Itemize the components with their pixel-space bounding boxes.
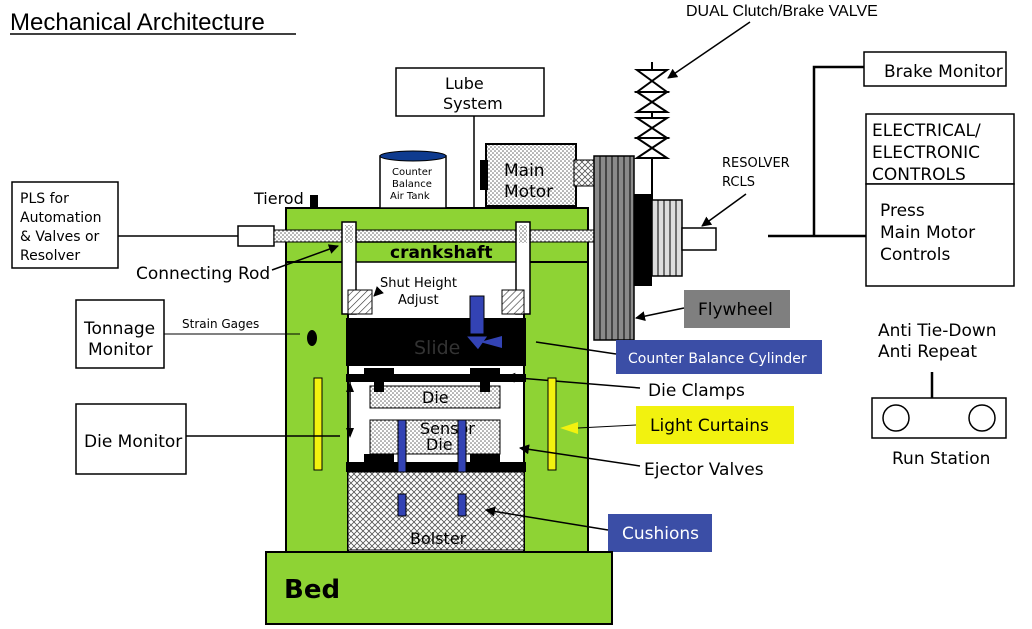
brake-monitor-line — [812, 65, 864, 236]
counter-balance-callout — [616, 340, 822, 374]
shut-height-arrow — [373, 286, 384, 297]
cushion-pin-left-lower — [397, 493, 407, 517]
lube-system-label-2: System — [443, 94, 503, 113]
brake-monitor-box — [863, 51, 1007, 87]
tonnage-monitor-box — [75, 299, 165, 369]
die-monitor-label: Die Monitor — [84, 432, 182, 452]
shut-height-block-right — [501, 289, 525, 315]
resolver-label-1: RESOLVER — [722, 156, 790, 171]
crankshaft-band-dots — [273, 229, 597, 243]
flywheel — [593, 155, 635, 341]
dual-valve-arrow — [667, 21, 751, 79]
die-clamps-upper — [364, 368, 500, 392]
die-monitor-box — [75, 403, 187, 475]
dual-valve-icon — [633, 62, 671, 200]
slide-label: Slide — [414, 337, 460, 359]
resolver-label-2: RCLS — [722, 175, 755, 190]
counter-balance-air-tank — [379, 150, 447, 209]
shut-height-label-1: Shut Height — [380, 276, 457, 291]
electrical-controls-box — [865, 113, 1015, 185]
pls-label-2: Automation — [20, 210, 102, 226]
light-curtain-left — [313, 377, 323, 471]
flywheel-callout — [684, 290, 790, 328]
counter-balance-arrow — [535, 341, 617, 355]
run-station-label: Run Station — [892, 449, 990, 469]
upper-die-plate — [346, 374, 526, 382]
press-controls-label-2: Main Motor — [880, 223, 975, 243]
electrical-label-2: ELECTRONIC — [872, 143, 980, 163]
die-monitor-arrowhead-down — [346, 428, 354, 438]
run-button-left — [882, 404, 910, 432]
strain-gage-sensor — [307, 330, 317, 346]
resolver-arrow — [701, 193, 747, 227]
brake-monitor-label: Brake Monitor — [884, 62, 1003, 82]
air-tank-label-1: Counter — [392, 167, 433, 178]
pls-box — [11, 181, 119, 269]
press-controls-label-3: Controls — [880, 245, 950, 265]
dual-valve-label: DUAL Clutch/Brake VALVE — [686, 3, 878, 20]
shut-height-label-2: Adjust — [398, 293, 439, 308]
flywheel-label: Flywheel — [698, 300, 773, 320]
anti-tie-down-label: Anti Tie-Down — [878, 321, 997, 341]
shut-height-block-left — [347, 289, 373, 315]
light-curtains-label: Light Curtains — [650, 416, 769, 436]
tierod-cap — [310, 195, 318, 207]
bolster-plate — [346, 462, 526, 472]
strain-gages-label: Strain Gages — [182, 317, 259, 331]
lower-die-label: Die — [426, 435, 453, 454]
diagram-title: Mechanical Architecture — [10, 9, 265, 36]
lower-die — [369, 419, 501, 455]
light-curtains-arrow — [560, 422, 578, 434]
die-clamps-label: Die Clamps — [648, 381, 745, 401]
bolster-label: Bolster — [410, 529, 467, 548]
upper-die-label: Die — [422, 388, 449, 407]
main-motor-label-2: Motor — [504, 182, 553, 202]
clutch-pack — [634, 194, 717, 286]
die-clamps-arrow — [505, 372, 641, 389]
ejector-valves-label: Ejector Valves — [644, 460, 764, 480]
main-motor-label-1: Main — [504, 161, 545, 181]
pls-label-1: PLS for — [20, 191, 69, 207]
cushions-arrow — [485, 506, 609, 531]
run-button-right — [968, 404, 996, 432]
electrical-label-1: ELECTRICAL/ — [872, 121, 981, 141]
press-controls-label-1: Press — [880, 201, 925, 221]
pls-sensor — [237, 225, 275, 247]
bed-label: Bed — [284, 575, 340, 605]
die-monitor-arrowhead-up — [346, 382, 354, 392]
lube-system-label-1: Lube — [445, 74, 484, 93]
air-tank-label-2: Balance — [392, 179, 432, 190]
counter-balance-cylinder — [464, 295, 502, 351]
tierod-label: Tierod — [253, 189, 304, 208]
upper-die — [369, 385, 501, 409]
air-tank-label-3: Air Tank — [390, 191, 430, 202]
light-curtains-callout — [636, 406, 794, 444]
pls-label-3: & Valves or — [20, 229, 100, 245]
light-curtain-right — [547, 377, 557, 471]
lube-system-box — [395, 67, 545, 117]
bed — [265, 551, 613, 625]
pls-label-4: Resolver — [20, 248, 80, 264]
counter-balance-label: Counter Balance Cylinder — [628, 351, 807, 367]
tonnage-label-1: Tonnage — [83, 319, 155, 339]
cushion-pin-right-lower — [457, 493, 467, 517]
ejector-valves-arrow — [519, 444, 641, 467]
connecting-rod-arrow — [271, 244, 339, 271]
connecting-rod-label: Connecting Rod — [136, 264, 270, 284]
flywheel-arrow — [635, 307, 685, 322]
light-curtains-line — [577, 424, 637, 429]
tonnage-label-2: Monitor — [88, 340, 153, 360]
anti-repeat-label: Anti Repeat — [878, 342, 977, 362]
cushions-label: Cushions — [622, 524, 699, 544]
electrical-label-3: CONTROLS — [872, 165, 966, 185]
cushions-callout — [608, 514, 712, 552]
crankshaft-label: crankshaft — [390, 243, 493, 263]
